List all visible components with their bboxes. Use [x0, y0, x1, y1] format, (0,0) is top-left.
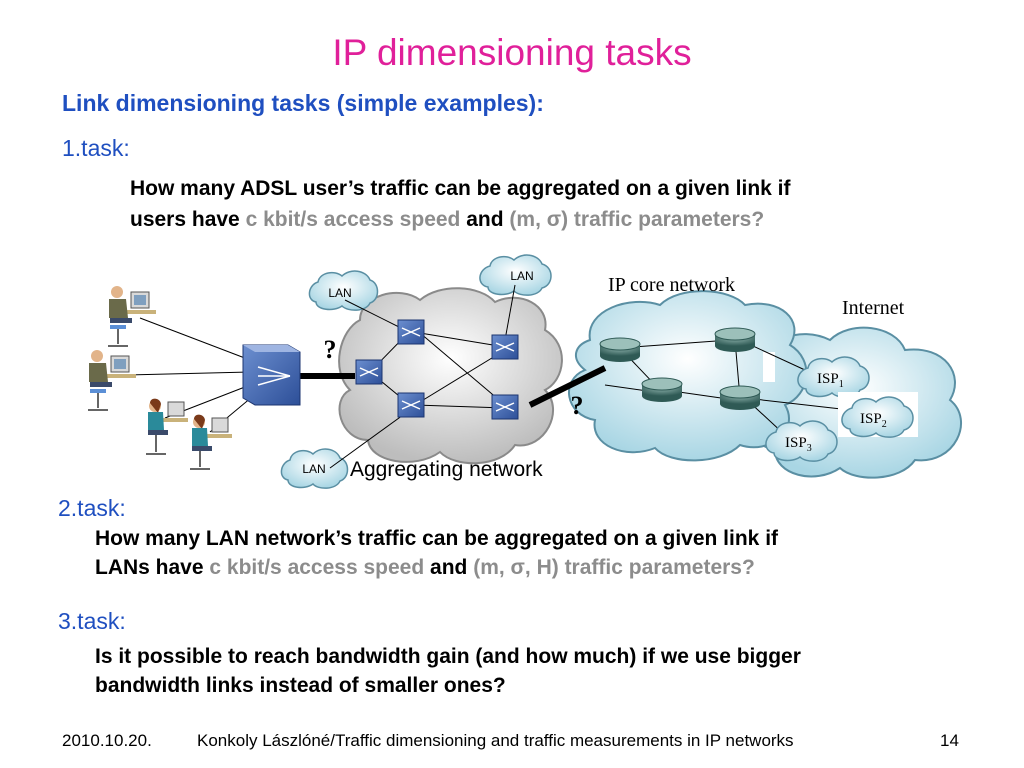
question-mark-access: ?	[324, 335, 337, 364]
footer-date: 2010.10.20.	[62, 731, 152, 750]
isp2-cloud: ISP2	[841, 396, 914, 438]
task2-access-speed: c kbit/s access speed	[209, 556, 425, 579]
switch-icon-left	[355, 359, 383, 385]
user-workstation-icon-2	[88, 350, 136, 411]
task2-text: How many LAN network’s traffic can be ag…	[95, 524, 778, 582]
lan-cloud-bottom: LAN	[280, 448, 349, 489]
task3-text: Is it possible to reach bandwidth gain (…	[95, 642, 801, 700]
switch-icon-top-right	[491, 334, 519, 360]
task1-line2-a: users have	[130, 208, 246, 231]
lan-cloud-top-right: LAN	[479, 254, 552, 296]
task2-line1: How many LAN network’s traffic can be ag…	[95, 527, 779, 550]
router-icon-4	[719, 385, 761, 410]
internet-label: Internet	[842, 297, 905, 319]
user-workstation-icon-3	[146, 398, 188, 455]
task1-access-speed: c kbit/s access speed	[245, 208, 461, 231]
task1-line2: users have c kbit/s access speed and (m,…	[130, 204, 791, 235]
slide-subtitle: Link dimensioning tasks (simple examples…	[62, 90, 544, 116]
task2-line2: LANs have c kbit/s access speed and (m, …	[95, 553, 778, 582]
task2-and: and	[424, 556, 474, 579]
core-link-thick	[528, 365, 607, 408]
aggregation-device-icon	[242, 344, 301, 406]
isp2-label: ISP2	[860, 411, 887, 430]
switch-icon-top-left	[397, 319, 425, 345]
user-workstation-icon-1	[108, 286, 156, 347]
router-icon-2	[714, 327, 756, 352]
task3-label: 3.task:	[58, 608, 126, 634]
footer-page-number: 14	[940, 731, 959, 750]
slide-title: IP dimensioning tasks	[332, 32, 692, 73]
task3-line2: bandwidth links instead of smaller ones?	[95, 674, 506, 697]
lan-label-bottom: LAN	[302, 462, 325, 476]
lan-label-top-right: LAN	[510, 269, 533, 283]
router-icon-1	[599, 337, 641, 362]
task2-traffic-params: (m, σ, H) traffic parameters?	[473, 556, 755, 579]
question-mark-core: ?	[571, 391, 584, 420]
aggregating-network-label: Aggregating network	[350, 458, 543, 481]
task3-line1: Is it possible to reach bandwidth gain (…	[95, 645, 801, 668]
task1-text: How many ADSL user’s traffic can be aggr…	[130, 173, 791, 235]
switch-icon-bottom-right	[491, 394, 519, 420]
switch-icon-bottom-left	[397, 392, 425, 418]
lan-cloud-top-left: LAN	[308, 270, 379, 311]
task1-label: 1.task:	[62, 135, 130, 161]
task1-traffic-params: (m, σ) traffic parameters?	[509, 208, 765, 231]
isp1-cloud: ISP1	[797, 356, 870, 398]
task1-line1: How many ADSL user’s traffic can be aggr…	[130, 177, 791, 200]
task2-line2-a: LANs have	[95, 556, 210, 579]
ip-core-network-label: IP core network	[608, 274, 735, 296]
footer-author-title: Konkoly Lászlóné/Traffic dimensioning an…	[197, 731, 794, 750]
isp3-label: ISP3	[785, 435, 812, 454]
isp3-cloud: ISP3	[765, 420, 838, 462]
router-icon-3	[641, 377, 683, 402]
lan-label-top-left: LAN	[328, 286, 351, 300]
task1-and: and	[460, 208, 510, 231]
task2-label: 2.task:	[58, 495, 126, 521]
user-workstation-icon-4	[190, 414, 232, 470]
connection-lines	[124, 284, 851, 469]
isp1-label: ISP1	[817, 371, 844, 390]
